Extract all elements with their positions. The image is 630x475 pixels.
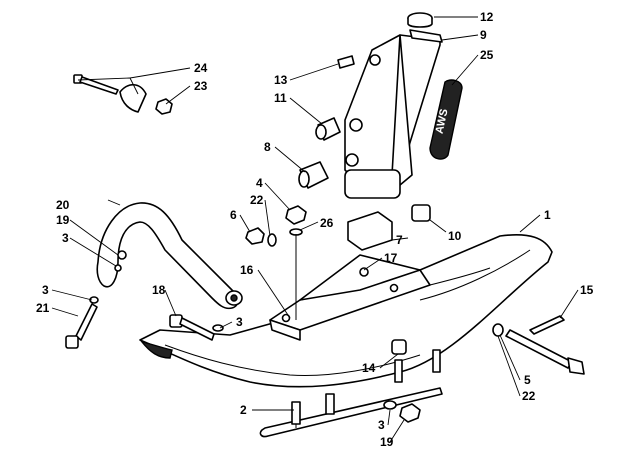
washer-3d	[383, 400, 397, 410]
bolt-18	[169, 314, 215, 341]
callout-19b: 19	[380, 435, 394, 449]
callout-3a: 3	[62, 231, 69, 245]
bushing-10	[411, 204, 431, 222]
bolt-5	[505, 329, 585, 375]
callout-22b: 22	[522, 389, 536, 403]
nut-19b	[399, 403, 421, 423]
callout-4: 4	[256, 176, 263, 190]
callout-9: 9	[480, 28, 487, 42]
callout-23: 23	[194, 79, 208, 93]
bracket-24	[119, 83, 147, 113]
leader-lines	[51, 16, 579, 443]
callout-8: 8	[264, 140, 271, 154]
bolt-21	[65, 303, 98, 349]
callout-6: 6	[230, 208, 237, 222]
callout-1: 1	[544, 208, 551, 222]
callout-3b: 3	[42, 283, 49, 297]
callout-3c: 3	[236, 315, 243, 329]
fitting-13	[337, 55, 355, 69]
spacer-7	[347, 211, 393, 251]
callout-21: 21	[36, 301, 50, 315]
callout-2: 2	[240, 403, 247, 417]
callouts: 12 9 25 13 11 8 4 22 6 26 7 10 1 17 16 1…	[36, 10, 594, 449]
callout-25: 25	[480, 48, 494, 62]
callout-22a: 22	[250, 193, 264, 207]
callout-20: 20	[56, 198, 70, 212]
callout-3d: 3	[378, 418, 385, 432]
callout-19a: 19	[56, 213, 70, 227]
callout-12: 12	[480, 10, 494, 24]
callout-16: 16	[240, 263, 254, 277]
cotter-pin-15	[529, 315, 565, 335]
washer-3c	[212, 324, 224, 332]
callout-24: 24	[194, 61, 208, 75]
fastener-19a	[114, 250, 127, 272]
nut-14	[391, 339, 407, 355]
spindle	[344, 29, 443, 199]
callout-17: 17	[384, 251, 398, 265]
nut-4	[285, 205, 307, 225]
ski-handle	[96, 202, 243, 310]
spindle-cap	[407, 12, 433, 28]
callout-26: 26	[320, 216, 334, 230]
bushing-8	[298, 161, 329, 189]
callout-10: 10	[448, 229, 462, 243]
wear-bar	[259, 349, 443, 438]
callout-15: 15	[580, 283, 594, 297]
callout-13: 13	[274, 73, 288, 87]
decal: AWS	[429, 79, 463, 160]
washer-22a	[267, 233, 277, 247]
callout-7: 7	[396, 233, 403, 247]
screw-24	[73, 74, 119, 95]
nut-6	[245, 227, 265, 245]
callout-11: 11	[274, 91, 287, 105]
spindle-block	[269, 254, 431, 341]
washer-22b	[492, 323, 504, 337]
decal-text: AWS	[434, 108, 451, 135]
bushing-11	[315, 117, 341, 141]
callout-18: 18	[152, 283, 166, 297]
washer-3a	[89, 296, 99, 304]
callout-5: 5	[524, 373, 531, 387]
callout-14: 14	[362, 361, 376, 375]
